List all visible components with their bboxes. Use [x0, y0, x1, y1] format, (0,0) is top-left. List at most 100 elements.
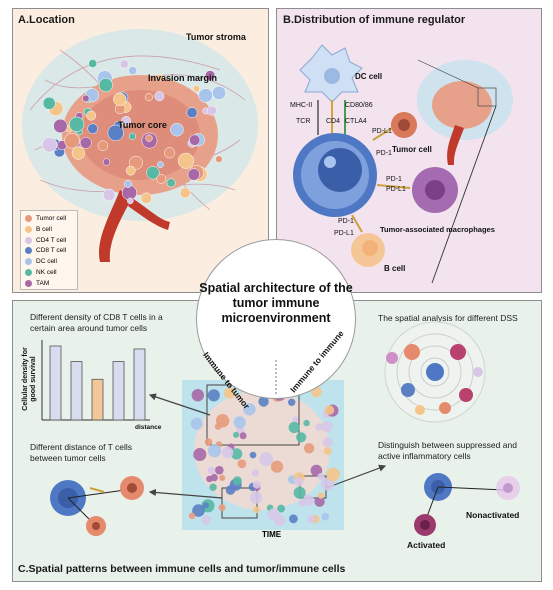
cell-marker: [191, 389, 204, 402]
cell-marker: [146, 166, 160, 180]
cell-marker: [87, 123, 98, 134]
cell-marker: [128, 132, 136, 140]
legend-label: B cell: [36, 225, 52, 233]
cell-marker: [292, 416, 299, 423]
cell-marker: [225, 485, 236, 495]
pdl1-label-b: PD-L1: [334, 230, 354, 237]
tam-label: Tumor-associated macrophages: [380, 225, 495, 234]
cell-marker: [243, 403, 256, 416]
cell-marker: [277, 504, 286, 513]
bar-1: [49, 345, 62, 421]
cell-marker: [204, 438, 213, 446]
tumor-core-label: Tumor core: [118, 120, 167, 130]
cell-marker: [42, 137, 58, 153]
legend-label: CD8 T cell: [36, 247, 67, 255]
tam-icon: [412, 167, 458, 213]
cell-marker: [296, 432, 307, 443]
cell-marker: [113, 92, 127, 106]
cell-marker: [317, 492, 325, 499]
cell-marker: [140, 192, 153, 204]
cell-marker: [288, 421, 300, 434]
cell-marker: [157, 161, 164, 168]
cell-marker: [198, 88, 213, 103]
cell-marker: [192, 504, 205, 517]
distinguish-text: Distinguish between suppressed and activ…: [378, 440, 517, 461]
cell-marker: [237, 459, 247, 469]
cell-marker: [270, 460, 284, 473]
cell-marker: [253, 506, 260, 514]
cell-marker: [215, 155, 223, 163]
legend-swatch: [25, 215, 32, 222]
cell-marker: [190, 417, 203, 430]
cell-marker: [215, 465, 224, 475]
b-cell-label: B cell: [384, 264, 406, 273]
cell-marker: [121, 116, 131, 126]
nonactivated-label: Nonactivated: [466, 510, 520, 520]
legend-swatch: [25, 236, 32, 244]
cell-marker: [209, 483, 217, 491]
bar-3: [91, 378, 104, 421]
cell-marker: [215, 414, 230, 428]
legend-label: DC cell: [36, 258, 57, 266]
cell-marker: [307, 515, 316, 524]
chart-xlabel: distance: [135, 424, 162, 431]
cell-marker: [186, 107, 198, 119]
cell-marker: [324, 405, 335, 415]
time-label: TIME: [262, 530, 282, 539]
cell-marker: [128, 155, 143, 170]
cell-marker: [82, 94, 90, 103]
cell-marker: [273, 514, 286, 527]
dc-cell-icon: [299, 44, 363, 103]
cell-marker: [69, 116, 85, 132]
cell-marker: [124, 179, 132, 188]
panel-c-title: C.Spatial patterns between immune cells …: [18, 563, 346, 575]
bar-4: [112, 361, 125, 421]
legend-item: CD8 T cell: [25, 246, 66, 255]
cell-marker: [239, 432, 247, 440]
legend-item: DC cell: [25, 257, 57, 266]
cell-marker: [252, 480, 261, 489]
ctla4-label: CTLA4: [345, 118, 367, 125]
panel-a-title: A.Location: [18, 14, 75, 26]
cell-marker: [127, 197, 134, 205]
legend-label: TAM: [36, 279, 50, 287]
legend-item: B cell: [25, 225, 52, 234]
cell-marker: [321, 420, 333, 432]
cell-marker: [88, 59, 98, 68]
cell-marker: [156, 174, 167, 184]
legend-swatch: [25, 269, 32, 276]
legend-item: Tumor cell: [25, 214, 66, 223]
cell-marker: [219, 474, 226, 481]
cell-marker: [42, 96, 56, 110]
cell-marker: [170, 122, 184, 137]
cd80-label: CD80/86: [345, 102, 373, 109]
cell-marker: [233, 416, 246, 429]
cell-marker: [192, 85, 201, 93]
cell-marker: [232, 476, 242, 486]
cell-marker: [259, 452, 274, 467]
cell-marker: [218, 504, 226, 512]
cell-marker: [107, 124, 124, 142]
tcr-label: TCR: [296, 118, 311, 125]
legend-item: CD4 T cell: [25, 236, 66, 245]
cell-marker: [207, 105, 217, 116]
cell-marker: [249, 451, 257, 459]
cell-marker: [193, 448, 207, 461]
legend-label: CD4 T cell: [36, 236, 67, 244]
cell-marker: [207, 466, 216, 475]
cell-marker: [249, 491, 263, 504]
cell-marker: [224, 387, 236, 399]
cell-marker: [166, 178, 176, 188]
cell-marker: [102, 158, 111, 166]
cell-marker: [251, 469, 260, 477]
cell-marker: [206, 475, 213, 483]
density-text: Different density of CD8 T cells in a ce…: [30, 312, 163, 333]
cell-marker: [144, 93, 153, 102]
cell-marker: [233, 431, 239, 438]
cell-marker: [303, 419, 310, 427]
legend-label: NK cell: [36, 269, 57, 276]
cell-marker: [293, 486, 306, 499]
